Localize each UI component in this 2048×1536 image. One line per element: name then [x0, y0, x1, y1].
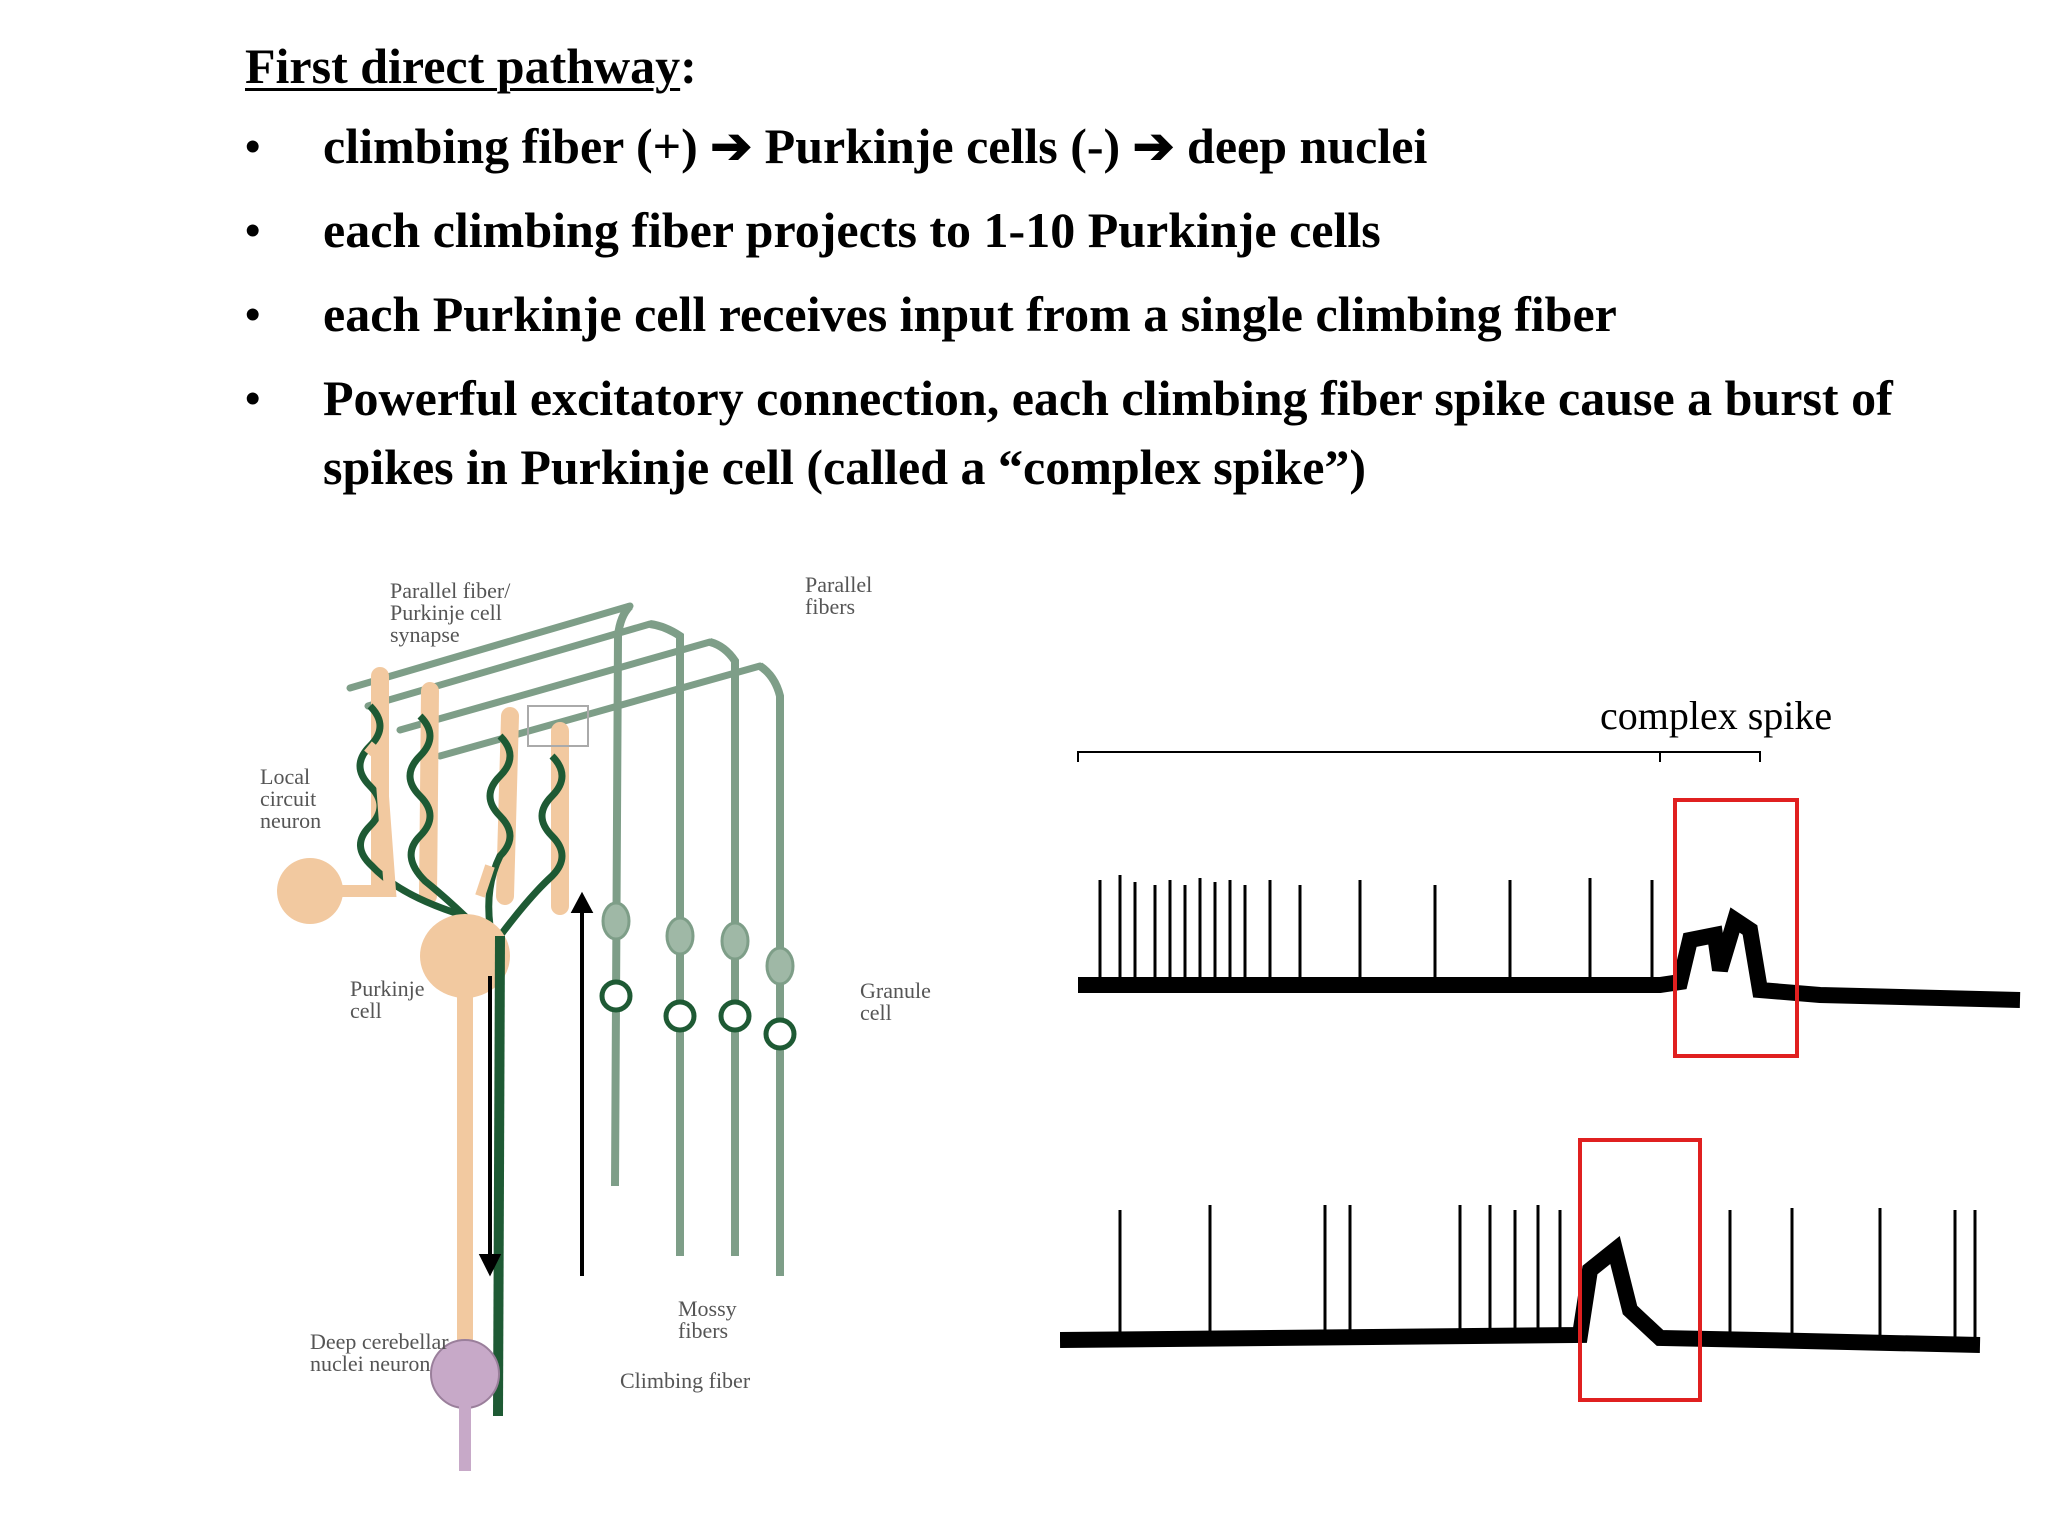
- pathway-arrows: [478, 891, 594, 1277]
- spike-recording-traces: [1060, 751, 2021, 1402]
- bullet-text: each Purkinje cell receives input from a…: [323, 286, 1617, 342]
- parallel-fibers-label-2: fibers: [805, 594, 855, 619]
- purkinje-label-1: Purkinje: [350, 976, 425, 1001]
- parallel-fibers-label-1: Parallel: [805, 572, 872, 597]
- local-circuit-label-2: circuit: [260, 786, 316, 811]
- cerebellar-circuit-diagram: Parallel fiber/ Purkinje cell synapse Pa…: [260, 572, 931, 1471]
- bullet-item: • Powerful excitatory connection, each c…: [245, 364, 2005, 502]
- bullet-list: • climbing fiber (+) ➔ Purkinje cells (-…: [245, 112, 2005, 517]
- bullet-item: • each climbing fiber projects to 1-10 P…: [245, 196, 2005, 265]
- bullet-icon: •: [245, 122, 261, 171]
- purkinje-label-2: cell: [350, 998, 382, 1023]
- top-trace: [1078, 798, 2021, 1058]
- bullet-text: each climbing fiber projects to 1-10 Pur…: [323, 202, 1381, 258]
- local-circuit-neuron: [277, 858, 343, 924]
- mossy-fiber-terminals: [599, 979, 797, 1051]
- mossy-label-2: fibers: [678, 1318, 728, 1343]
- complex-spike-label: complex spike: [1600, 693, 1833, 738]
- bullet-text: Powerful excitatory connection, each cli…: [323, 370, 1893, 495]
- granule-label-1: Granule: [860, 978, 931, 1003]
- granule-label-2: cell: [860, 1000, 892, 1025]
- bullet-icon: •: [245, 206, 261, 255]
- granule-somata: [601, 901, 795, 986]
- bottom-trace: [1060, 1138, 1981, 1402]
- local-circuit-label-3: neuron: [260, 808, 321, 833]
- climbing-fiber-label: Climbing fiber: [620, 1368, 751, 1393]
- deep-nuclei-label-1: Deep cerebellar: [310, 1329, 449, 1354]
- deep-nuclei-label-2: nuclei neuron: [310, 1351, 430, 1376]
- bracket: [1077, 751, 1761, 762]
- pathway-part: deep nuclei: [1174, 118, 1428, 174]
- mossy-label-1: Mossy: [678, 1296, 737, 1321]
- bullet-icon: •: [245, 374, 261, 423]
- bullet-item: • climbing fiber (+) ➔ Purkinje cells (-…: [245, 112, 2005, 181]
- purkinje-soma: [420, 914, 510, 998]
- slide-heading: First direct pathway:: [245, 36, 697, 96]
- arrow-icon: ➔: [1132, 118, 1175, 174]
- bullet-item: • each Purkinje cell receives input from…: [245, 280, 2005, 349]
- heading-title: First direct pathway: [245, 38, 681, 94]
- granule-cells: [611, 603, 784, 1276]
- local-circuit-label-1: Local: [260, 764, 310, 789]
- parallel-fibers: [346, 602, 764, 760]
- climbing-fiber: [493, 935, 505, 1417]
- pathway-part: climbing fiber (+): [323, 118, 711, 174]
- pf-synapse-label-1: Parallel fiber/: [390, 578, 511, 603]
- pf-synapse-label-3: synapse: [390, 622, 460, 647]
- heading-colon: :: [680, 38, 697, 94]
- pf-synapse-label-2: Purkinje cell: [390, 600, 502, 625]
- bullet-icon: •: [245, 290, 261, 339]
- arrow-icon: ➔: [710, 118, 753, 174]
- pathway-part: Purkinje cells (-): [752, 118, 1133, 174]
